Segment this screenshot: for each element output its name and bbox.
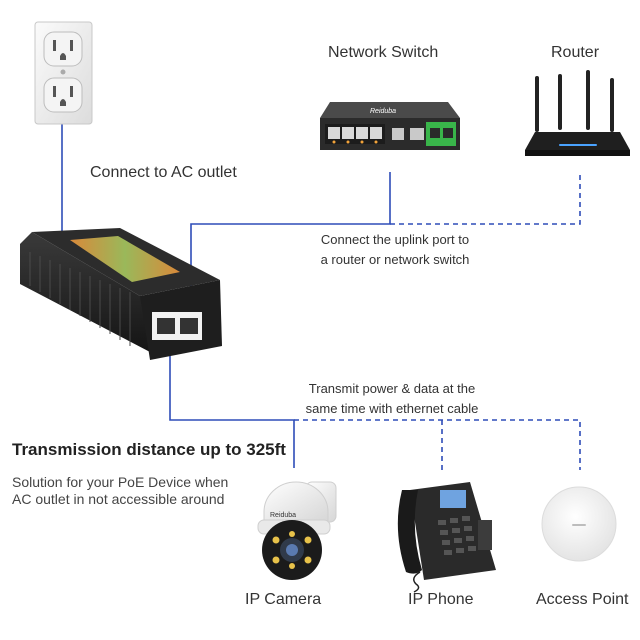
transmit-note: Transmit power & data at the same time w… [292, 379, 492, 419]
poe-injector-icon [20, 228, 222, 360]
solution-line2: AC outlet in not accessible around [12, 491, 225, 507]
poe-cable-line [169, 330, 295, 468]
access-point-icon [541, 486, 617, 562]
router-icon [525, 70, 630, 156]
network-switch-label: Network Switch [328, 44, 439, 61]
distance-headline: Transmission distance up to 325ft [12, 440, 286, 459]
uplink-note: Connect the uplink port to a router or n… [300, 230, 490, 270]
router-dashed-line [390, 172, 581, 225]
solution-text: Solution for your PoE Device when AC out… [12, 474, 228, 508]
transmit-note-line2: same time with ethernet cable [305, 401, 479, 416]
uplink-note-line2: a router or network switch [320, 252, 470, 267]
ip-camera-icon: Reiduba [257, 481, 337, 580]
ac-outlet-label: Connect to AC outlet [90, 164, 237, 181]
switch-logo: Reiduba [370, 108, 396, 115]
transmit-note-line1: Transmit power & data at the [308, 381, 476, 396]
phone-dashed-line [294, 419, 581, 470]
router-label: Router [551, 44, 600, 61]
uplink-note-line1: Connect the uplink port to [320, 232, 470, 247]
camera-logo: Reiduba [270, 512, 296, 519]
ip-phone-label: IP Phone [408, 591, 474, 608]
access-point-label: Access Point [536, 591, 629, 608]
ip-camera-label: IP Camera [245, 591, 322, 608]
ip-phone-icon [397, 482, 496, 593]
solution-line1: Solution for your PoE Device when [12, 474, 229, 490]
network-switch-icon: Reiduba [320, 102, 460, 150]
wall-outlet-icon [34, 21, 93, 125]
